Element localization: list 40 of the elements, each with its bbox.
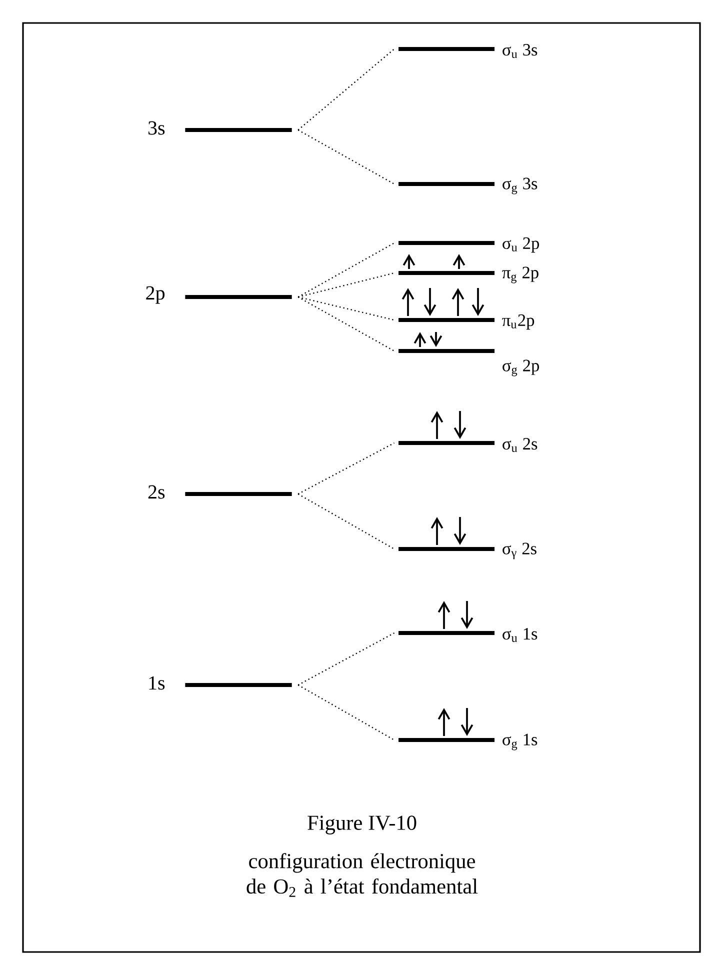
node-label: 2p — [146, 286, 165, 304]
energy-level: σ$_{u}$ 3s — [398, 44, 538, 58]
energy-level: 3s — [148, 121, 292, 135]
connector-line — [298, 296, 395, 352]
connector-line — [298, 129, 395, 185]
energy-level: π$_{g}$ 2p — [398, 266, 538, 284]
node-label: σ$_{u}$ 2s — [502, 438, 538, 452]
connector-line — [298, 242, 395, 298]
node-label: σ$_{u}$ 3s — [502, 44, 538, 58]
energy-level: 1s — [149, 676, 292, 690]
connector-line — [298, 493, 395, 550]
node-label: π$_{g}$ 2p — [502, 266, 538, 284]
connector-line — [298, 296, 394, 321]
energy-level: 2p — [146, 286, 292, 304]
node-label: 2s — [148, 485, 165, 499]
node-label: σ$_{γ}$ 2s — [502, 542, 536, 560]
energy-level: σ$_{g}$ 2p — [398, 349, 539, 376]
figure-title: Figure IV-10 — [308, 816, 416, 834]
energy-level: σ$_{u}$ 2p — [398, 237, 539, 253]
connector-line — [298, 272, 394, 298]
energy-level: σ$_{u}$ 2s — [398, 438, 538, 452]
node-label: σ$_{g}$ 2p — [502, 360, 539, 376]
energy-level: π$_{u}$2p — [398, 314, 534, 330]
node-label: 3s — [148, 121, 165, 135]
energy-level: σ$_{u}$ 1s — [398, 628, 538, 642]
connector-line — [298, 48, 395, 130]
caption: configuration électronique de O$_{2}$ à l’état fondamental — [246, 853, 478, 897]
node-label: π$_{u}$2p — [502, 314, 534, 330]
connector-line — [298, 684, 395, 741]
node-label: σ$_{u}$ 1s — [502, 628, 538, 642]
node-label: σ$_{g}$ 3s — [502, 178, 538, 194]
connector-line — [298, 632, 395, 686]
energy-level: σ$_{g}$ 1s — [398, 734, 538, 750]
connector-line — [298, 442, 395, 495]
node-label: σ$_{u}$ 2p — [502, 237, 539, 253]
energy-level: σ$_{γ}$ 2s — [398, 542, 536, 560]
energy-level: 2s — [148, 485, 292, 499]
node-label: σ$_{g}$ 1s — [502, 734, 538, 750]
node-label: 1s — [149, 676, 165, 690]
energy-level: σ$_{g}$ 3s — [398, 178, 538, 194]
